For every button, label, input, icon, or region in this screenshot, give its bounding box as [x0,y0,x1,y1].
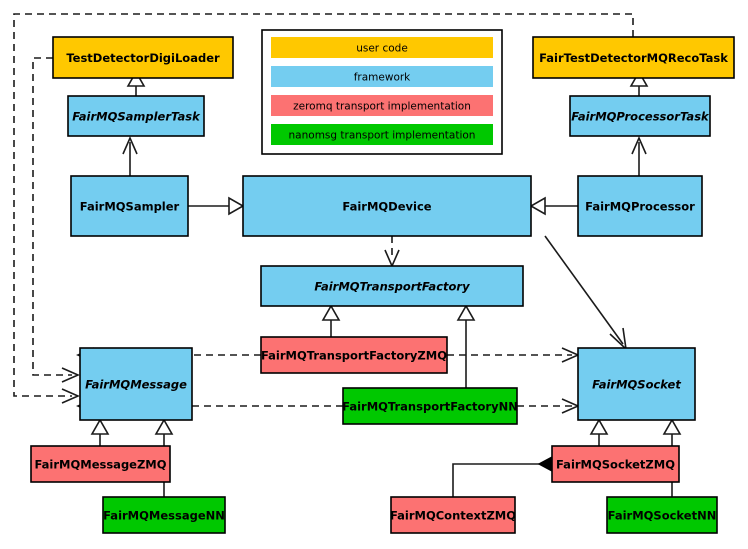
node-fairmqsampler[interactable]: FairMQSampler [70,175,189,237]
node-fairmqmessagenn[interactable]: FairMQMessageNN [102,496,226,534]
node-box [342,387,518,425]
node-fairmqtransportfactoryzmq[interactable]: FairMQTransportFactoryZMQ [260,336,448,374]
node-box [260,265,524,307]
node-fairmqmessage[interactable]: FairMQMessage [79,347,193,421]
node-label: FairMQTransportFactoryNN [342,400,518,414]
node-label: TestDetectorDigiLoader [66,51,220,65]
arrowhead-digiloader-message [61,367,80,383]
node-fairmqmessagezmq[interactable]: FairMQMessageZMQ [30,445,171,483]
node-box [70,175,189,237]
node-box [606,496,718,534]
arrowhead-messagenn-message [154,418,174,435]
node-box [242,175,532,237]
arrowhead-samplertask-digiloader [126,70,146,87]
node-label: FairMQMessageNN [103,509,225,523]
node-fairmqcontextzmq[interactable]: FairMQContextZMQ [390,496,516,534]
legend: user code framework zeromq transport imp… [261,29,503,155]
node-label: FairMQSocket [592,378,681,392]
legend-swatch-framework [271,66,493,87]
node-box [67,95,205,137]
node-box [30,445,171,483]
node-box [577,175,703,237]
node-label: FairMQSocketZMQ [556,458,675,472]
arrowhead-sampler-device [228,196,245,216]
arrowhead-messagezmq-message [90,418,110,435]
node-box [577,347,696,421]
legend-item-user-code: user code [271,37,493,58]
edge-recotask-message [13,13,634,397]
node-label: FairMQMessage [85,378,187,392]
legend-swatch-nanomsg [271,124,493,145]
arrowhead-processor-processortask [631,136,647,155]
node-fairtestdetectormqrecotask[interactable]: FairTestDetectorMQRecoTask [532,36,735,79]
node-box [260,336,448,374]
arrowhead-socketnn-socket [662,418,682,435]
node-fairmqsamplertask[interactable]: FairMQSamplerTask [67,95,205,137]
node-box [569,95,711,137]
node-fairmqsocketnn[interactable]: FairMQSocketNN [606,496,718,534]
arrowhead-recotask-message [61,388,80,404]
node-label: FairMQTransportFactoryZMQ [261,349,447,363]
edge-contextzmq-socketzmq [452,463,539,497]
arrowhead-socketzmq-socket [589,418,609,435]
arrowhead-sampler-samplertask [122,136,138,155]
node-label: FairMQSocketNN [608,509,717,523]
arrowhead-processortask-recotask [629,70,649,87]
node-box [390,496,516,534]
node-layer: TestDetectorDigiLoader FairMQSamplerTask… [30,36,735,534]
node-box [102,496,226,534]
node-testdetectordigiloader[interactable]: TestDetectorDigiLoader [52,36,234,79]
node-label: FairMQContextZMQ [390,509,516,523]
legend-label-nanomsg: nanomsg transport implementation [289,130,476,142]
node-label: FairTestDetectorMQRecoTask [539,51,728,65]
legend-item-nanomsg: nanomsg transport implementation [271,124,493,145]
node-box [551,445,680,483]
node-fairmqprocessor[interactable]: FairMQProcessor [577,175,703,237]
node-box [79,347,193,421]
node-fairmqdevice[interactable]: FairMQDevice [242,175,532,237]
legend-label-user-code: user code [356,43,408,55]
node-fairmqtransportfactorynn[interactable]: FairMQTransportFactoryNN [342,387,518,425]
legend-swatch-user-code [271,37,493,58]
legend-label-zeromq: zeromq transport implementation [293,101,471,113]
node-box [532,36,735,79]
arrowhead-tfnn-tf [456,304,476,321]
edge-device-socket [544,235,624,345]
legend-item-framework: framework [271,66,493,87]
node-label: FairMQProcessorTask [571,110,710,124]
node-fairmqtransportfactory[interactable]: FairMQTransportFactory [260,265,524,307]
node-label: FairMQSamplerTask [72,110,201,124]
node-label: FairMQTransportFactory [314,280,470,294]
arrowhead-processor-device [529,196,546,216]
node-fairmqsocket[interactable]: FairMQSocket [577,347,696,421]
edge-digiloader-message [32,57,72,376]
node-label: FairMQMessageZMQ [34,458,166,472]
legend-item-zeromq: zeromq transport implementation [271,95,493,116]
legend-label-framework: framework [354,72,411,84]
node-box [52,36,234,79]
node-label: FairMQProcessor [585,200,695,214]
legend-swatch-zeromq [271,95,493,116]
node-fairmqprocessortask[interactable]: FairMQProcessorTask [569,95,711,137]
arrowhead-tfzmq-tf [321,304,341,321]
arrowhead-device-socket [609,327,628,352]
node-label: FairMQDevice [342,200,431,214]
node-fairmqsocketzmq[interactable]: FairMQSocketZMQ [551,445,680,483]
node-label: FairMQSampler [80,200,180,214]
